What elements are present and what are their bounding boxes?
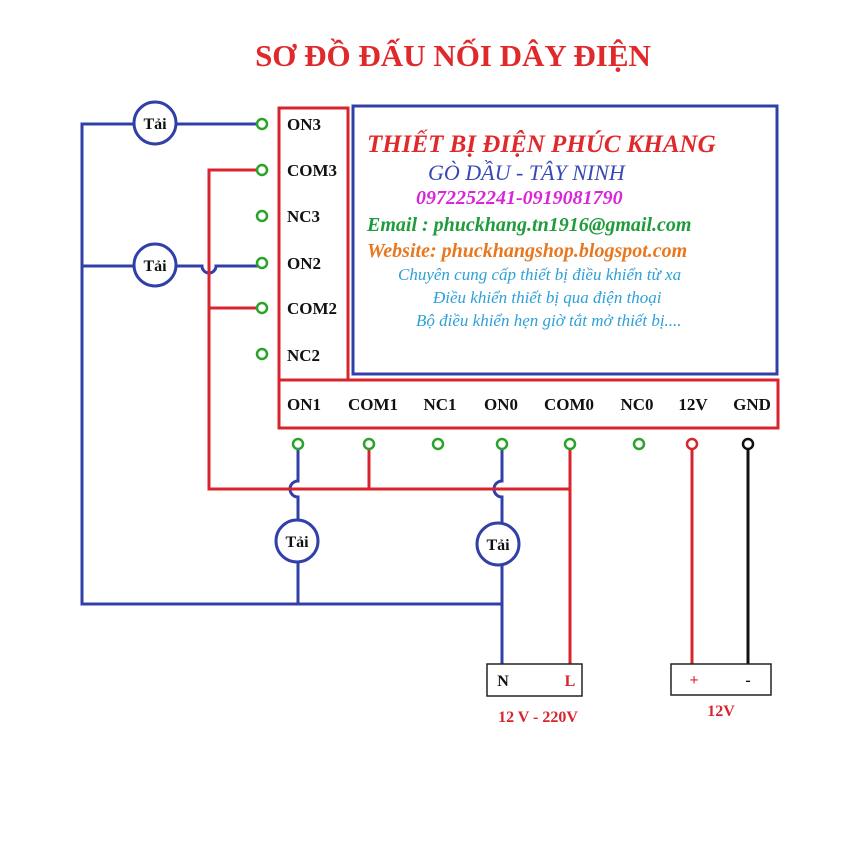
minus-label: - bbox=[745, 672, 750, 689]
terminal-label-on2: ON2 bbox=[287, 254, 321, 273]
load-2: Tải bbox=[132, 242, 178, 288]
terminal-label-gnd: GND bbox=[733, 395, 771, 414]
terminal-dot-nc3 bbox=[255, 209, 269, 223]
ac-power-label: 12 V - 220V bbox=[498, 709, 578, 726]
terminal-label-on1: ON1 bbox=[287, 395, 321, 414]
terminal-label-nc1: NC1 bbox=[423, 395, 456, 414]
terminal-label-nc2: NC2 bbox=[287, 346, 320, 365]
terminal-label-com1: COM1 bbox=[348, 395, 398, 414]
info-panel bbox=[351, 104, 779, 376]
terminal-dots bbox=[255, 117, 755, 451]
plus-label: + bbox=[689, 672, 698, 689]
terminal-dot-nc2 bbox=[255, 347, 269, 361]
load-label: Tải bbox=[143, 116, 167, 133]
terminal-dot-on3 bbox=[255, 117, 269, 131]
terminal-label-on3: ON3 bbox=[287, 115, 321, 134]
terminal-dot-com2 bbox=[255, 301, 269, 315]
red-wires bbox=[207, 168, 694, 666]
terminal-dot-com3 bbox=[255, 163, 269, 177]
load-1: Tải bbox=[132, 100, 178, 146]
company-desc-2: Điều khiển thiết bị qua điện thoại bbox=[432, 288, 662, 307]
company-phone: 0972252241-0919081790 bbox=[416, 187, 623, 209]
company-location: GÒ DẦU - TÂY NINH bbox=[428, 160, 626, 185]
terminal-label-on0: ON0 bbox=[484, 395, 518, 414]
ac-power-input: N L bbox=[486, 663, 583, 697]
terminal-dot-com1 bbox=[362, 437, 376, 451]
terminal-dot-on2 bbox=[255, 256, 269, 270]
side-terminal-block bbox=[277, 106, 350, 382]
load-4: Tải bbox=[475, 521, 521, 567]
dc-power-label: 12V bbox=[707, 703, 735, 720]
load-3: Tải bbox=[274, 518, 320, 564]
neutral-label: N bbox=[497, 673, 509, 690]
terminal-label-com2: COM2 bbox=[287, 299, 337, 318]
load-label: Tải bbox=[285, 534, 309, 551]
company-name: THIẾT BỊ ĐIỆN PHÚC KHANG bbox=[367, 129, 716, 158]
terminal-label-com0: COM0 bbox=[544, 395, 594, 414]
company-email: Email : phuckhang.tn1916@gmail.com bbox=[366, 214, 691, 236]
terminal-dot-on0 bbox=[495, 437, 509, 451]
company-desc-3: Bộ điều khiển hẹn giờ tắt mở thiết bị...… bbox=[416, 311, 682, 330]
terminal-label-com3: COM3 bbox=[287, 161, 337, 180]
terminal-label-nc0: NC0 bbox=[620, 395, 653, 414]
company-website: Website: phuckhangshop.blogspot.com bbox=[367, 240, 687, 262]
terminal-dot-gnd bbox=[741, 437, 755, 451]
line-label: L bbox=[565, 673, 576, 690]
dc-power-input: + - bbox=[670, 663, 772, 696]
terminal-dot-com0 bbox=[563, 437, 577, 451]
bottom-terminal-block bbox=[277, 378, 780, 430]
load-label: Tải bbox=[143, 258, 167, 275]
company-desc-1: Chuyên cung cấp thiết bị điều khiển từ x… bbox=[398, 265, 681, 284]
terminal-dot-on1 bbox=[291, 437, 305, 451]
load-label: Tải bbox=[486, 537, 510, 554]
terminal-label-12v: 12V bbox=[678, 395, 708, 414]
diagram-title: SƠ ĐỒ ĐẤU NỐI DÂY ĐIỆN bbox=[255, 37, 651, 73]
terminal-label-nc3: NC3 bbox=[287, 207, 320, 226]
terminal-dot-nc1 bbox=[431, 437, 445, 451]
terminal-dot-nc0 bbox=[632, 437, 646, 451]
terminal-dot-12v bbox=[685, 437, 699, 451]
